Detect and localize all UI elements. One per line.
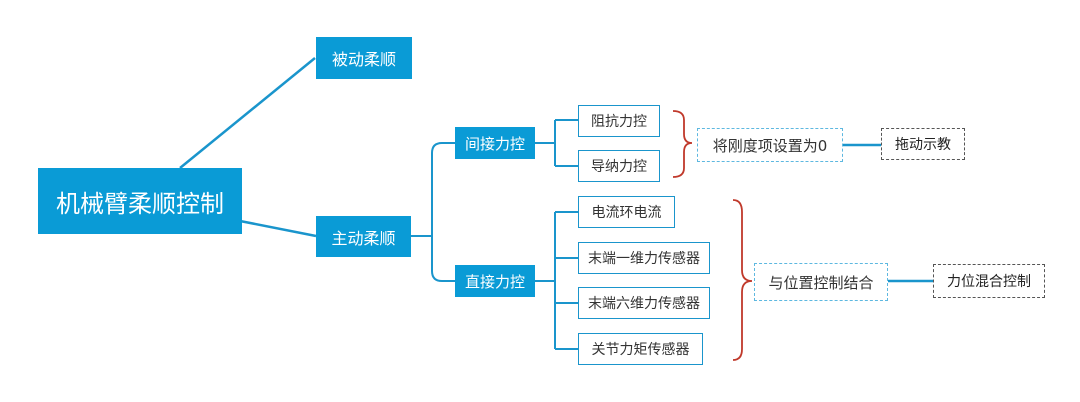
edge-root-active: [239, 219, 317, 238]
result-drag-teach: 拖动示教: [881, 128, 965, 160]
leaf-admittance: 导纳力控: [578, 150, 660, 182]
brace-indirect: [672, 110, 693, 178]
result-hybrid-control: 力位混合控制: [933, 264, 1045, 298]
passive-node: 被动柔顺: [316, 37, 412, 79]
direct-node: 直接力控: [455, 265, 535, 297]
note-position-combine: 与位置控制结合: [754, 263, 888, 301]
leaf-joint-torque: 关节力矩传感器: [578, 333, 703, 365]
indirect-node: 间接力控: [455, 127, 535, 159]
edge-root-passive: [179, 57, 316, 169]
root-node: 机械臂柔顺控制: [38, 168, 242, 234]
edge-direct-children: [535, 211, 578, 350]
leaf-current-loop: 电流环电流: [578, 196, 675, 228]
active-node: 主动柔顺: [316, 216, 411, 257]
note-stiffness-zero: 将刚度项设置为0: [697, 128, 843, 162]
edge-indirect-children: [535, 119, 578, 167]
edge-active-branches: [411, 142, 455, 282]
leaf-6d-sensor: 末端六维力传感器: [578, 287, 710, 319]
leaf-1d-sensor: 末端一维力传感器: [578, 242, 710, 274]
brace-direct: [732, 199, 753, 361]
leaf-impedance: 阻抗力控: [578, 105, 660, 137]
